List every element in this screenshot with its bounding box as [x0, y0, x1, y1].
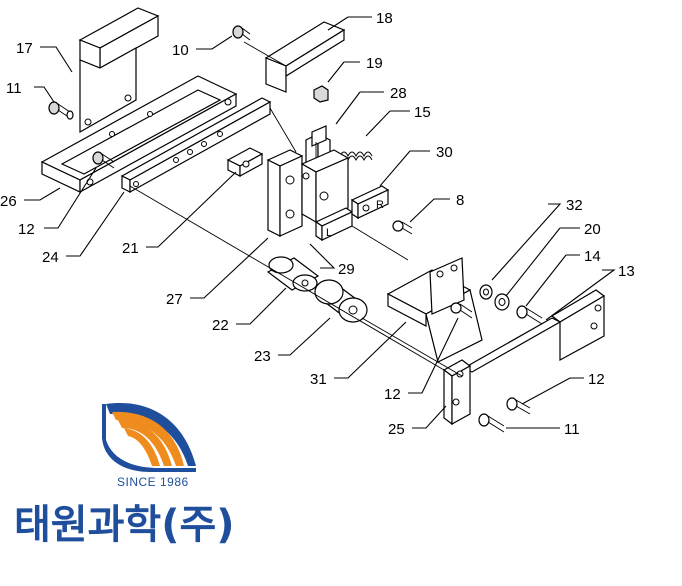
callout-19: 19: [366, 55, 383, 72]
callout-17: 17: [16, 40, 33, 57]
l-block-label: L: [326, 227, 332, 239]
part-23-roller: [314, 279, 368, 323]
callout-leaders: [24, 16, 616, 429]
callout-12-left: 12: [18, 221, 35, 238]
callout-26: 26: [0, 193, 17, 210]
callout-24: 24: [42, 249, 59, 266]
part-24-long-bar: [120, 97, 272, 194]
r-block-label: R: [376, 199, 384, 211]
logo-company-name: 태원과학(주): [14, 502, 235, 548]
logo-swoosh-icon: [102, 403, 196, 472]
screw-11-top: [48, 101, 74, 120]
part-13-right-bracket: [462, 289, 606, 373]
assembly-centerlines: [129, 41, 463, 377]
logo-since-text: SINCE 1986: [117, 475, 189, 489]
washer-32: [479, 284, 493, 300]
callout-15: 15: [414, 104, 431, 121]
part-19-clip: [313, 85, 329, 103]
part-31-angle-bracket: [386, 257, 483, 363]
screw-14: [516, 305, 543, 325]
part-17-upright-bracket: [78, 7, 160, 134]
callout-14: 14: [584, 248, 601, 265]
callout-12-right: 12: [588, 371, 605, 388]
screw-12-middle: [450, 302, 473, 319]
callout-21: 21: [122, 240, 139, 257]
screw-11-bottom: [478, 413, 505, 433]
callout-10: 10: [172, 42, 189, 59]
callout-27: 27: [166, 291, 183, 308]
screw-12-left: [92, 151, 115, 169]
callout-23: 23: [254, 348, 271, 365]
callout-numbers: 18 17 10 19 11 28 15 30 26 8 12 32 20 24…: [0, 10, 635, 438]
callout-31: 31: [310, 371, 327, 388]
part-18-top-bar: [264, 21, 346, 93]
callout-22: 22: [212, 317, 229, 334]
washer-20: [494, 293, 510, 311]
callout-11-bottom: 11: [564, 421, 580, 438]
screw-10: [232, 25, 251, 41]
part-22-cylinder: [266, 256, 320, 292]
part-27-clamp-assembly: [266, 149, 350, 237]
part-25-base-plate: [442, 359, 472, 426]
callout-12-middle: 12: [384, 386, 401, 403]
screw-8: [392, 220, 413, 235]
callout-25: 25: [388, 421, 405, 438]
callout-13: 13: [618, 263, 635, 280]
callout-11-top: 11: [6, 80, 22, 97]
part-29-l-block: L: [314, 207, 354, 242]
callout-28: 28: [390, 85, 407, 102]
callout-8: 8: [456, 192, 464, 209]
part-30-r-block: R: [350, 185, 390, 220]
part-21-small-block: [226, 147, 264, 178]
callout-29: 29: [338, 261, 355, 278]
screw-12-bottom: [506, 397, 531, 415]
company-logo: SINCE 1986 태원과학(주): [14, 403, 235, 548]
callout-20: 20: [584, 221, 601, 238]
callout-32: 32: [566, 197, 583, 214]
callout-18: 18: [376, 10, 393, 27]
callout-30: 30: [436, 144, 453, 161]
